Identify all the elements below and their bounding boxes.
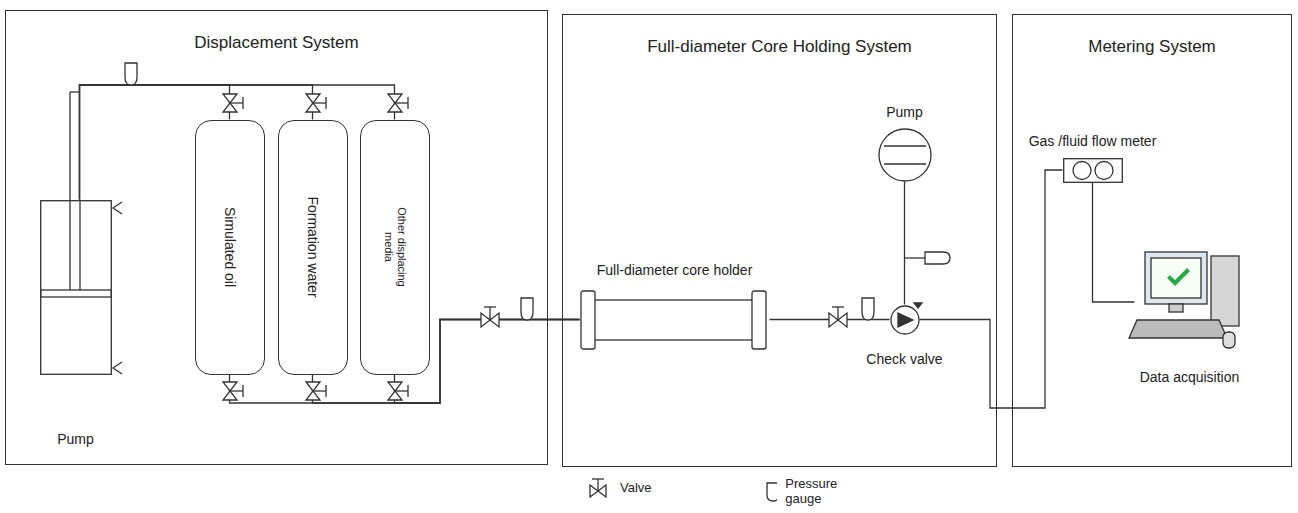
valve	[481, 307, 499, 327]
pump-symbol: Pump	[878, 128, 932, 182]
piston-pump: Pump	[40, 200, 112, 375]
fluid-vessel: Other displacing media	[360, 120, 430, 375]
system-panel: Displacement SystemPump Simulated oil Form…	[5, 10, 548, 465]
pipe-line	[1093, 183, 1135, 303]
valve	[223, 94, 243, 112]
valve	[306, 94, 326, 112]
part-label: Pump	[886, 104, 923, 120]
fluid-vessel: Simulated oil	[195, 120, 265, 375]
part-label: Data acquisition	[1140, 369, 1240, 385]
part-label: Pump	[57, 431, 94, 447]
legend-sample	[586, 476, 612, 498]
part-label: Check valve	[866, 351, 942, 367]
cylinder-port	[113, 202, 122, 214]
vessel-label: Formation water	[304, 135, 320, 360]
check-valve-outline	[890, 305, 920, 335]
fluid-vessel: Formation water	[278, 120, 348, 375]
pressure-gauge	[925, 252, 950, 264]
legend-item: Valve	[586, 476, 652, 498]
core-holder-outline	[580, 290, 770, 350]
part-label: Gas /fluid flow meter	[1029, 133, 1157, 149]
vessel-label: Simulated oil	[221, 135, 237, 360]
computer-terminal: Data acquisition	[1135, 250, 1245, 355]
vessel-label: Other displacing media	[382, 199, 407, 295]
legend-text: Valve	[620, 480, 652, 495]
cylinder-port	[113, 362, 122, 374]
pressure-gauge	[862, 298, 874, 320]
pipe-line	[904, 182, 905, 305]
pipe-line	[920, 170, 1063, 408]
core-holder: Full-diameter core holder	[580, 290, 770, 350]
panel-title: Metering System	[1013, 37, 1291, 57]
legend-item: Pressure gauge	[760, 476, 846, 506]
computer-terminal-outline	[1135, 250, 1245, 355]
valve	[223, 382, 243, 400]
pressure-gauge	[521, 298, 533, 320]
pressure-gauge	[125, 63, 137, 85]
part-label: Full-diameter core holder	[597, 262, 753, 278]
valve	[388, 382, 408, 400]
valve	[829, 307, 847, 327]
panel-title: Displacement System	[6, 33, 547, 53]
legend-text: Pressure gauge	[785, 476, 846, 506]
valve	[306, 382, 326, 400]
piston-rod	[70, 91, 80, 92]
legend-sample	[760, 480, 777, 502]
pump-symbol-outline	[878, 128, 932, 182]
pressure-gauge	[905, 257, 925, 258]
check-valve: Check valve	[890, 305, 920, 335]
system-panel: Metering SystemGas /fluid flow meterData…	[1012, 14, 1292, 467]
system-panel: Full-diameter Core Holding SystemFull-di…	[562, 14, 997, 467]
panel-title: Full-diameter Core Holding System	[563, 37, 996, 57]
pipe-line	[313, 320, 580, 404]
flow-meter: Gas /fluid flow meter	[1063, 158, 1123, 183]
piston-pump-outline	[40, 200, 112, 375]
piston-rod	[69, 92, 70, 200]
valve	[388, 94, 408, 112]
flow-meter-outline	[1063, 158, 1123, 183]
